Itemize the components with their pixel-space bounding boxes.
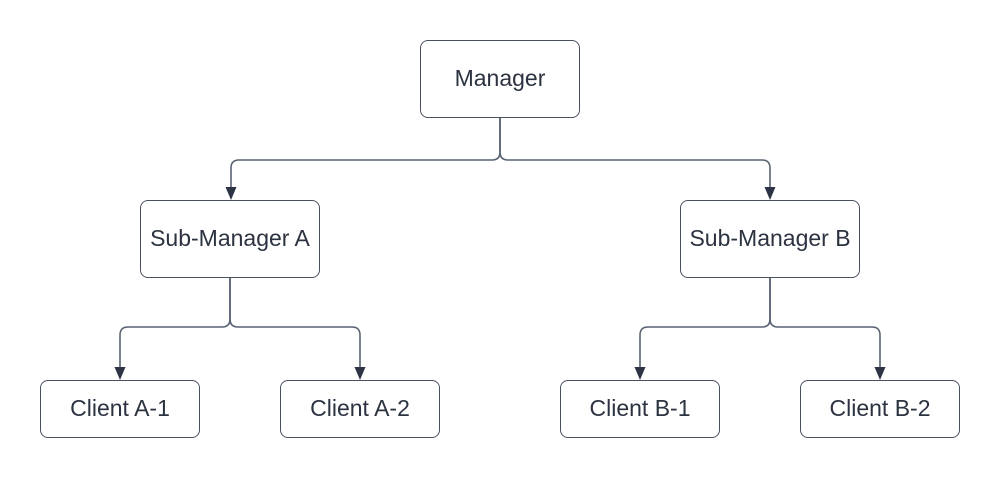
arrowhead-sub-manager-a [225, 187, 237, 200]
node-sub-manager-b: Sub-Manager B [680, 200, 860, 278]
node-manager: Manager [420, 40, 580, 118]
node-client-b1-label: Client B-1 [589, 395, 691, 422]
node-client-b2: Client B-2 [800, 380, 960, 438]
node-sub-manager-a-label: Sub-Manager A [150, 225, 310, 252]
arrowhead-client-b2 [874, 367, 886, 380]
edge-sub-manager-b-to-client-b1 [639, 278, 771, 368]
node-client-a1: Client A-1 [40, 380, 200, 438]
edge-manager-to-sub-manager-b [499, 118, 771, 188]
node-sub-manager-a: Sub-Manager A [140, 200, 320, 278]
node-client-b1: Client B-1 [560, 380, 720, 438]
node-sub-manager-b-label: Sub-Manager B [689, 225, 851, 252]
edge-manager-to-sub-manager-a [230, 118, 501, 188]
node-client-a1-label: Client A-1 [70, 395, 170, 422]
arrowhead-sub-manager-b [764, 187, 776, 200]
node-manager-label: Manager [454, 65, 546, 92]
node-client-b2-label: Client B-2 [829, 395, 931, 422]
arrowhead-client-b1 [634, 367, 646, 380]
edge-sub-manager-a-to-client-a2 [229, 278, 361, 368]
arrowhead-client-a1 [114, 367, 126, 380]
node-client-a2: Client A-2 [280, 380, 440, 438]
node-client-a2-label: Client A-2 [310, 395, 410, 422]
edge-sub-manager-b-to-client-b2 [769, 278, 881, 368]
edge-sub-manager-a-to-client-a1 [119, 278, 231, 368]
arrowhead-client-a2 [354, 367, 366, 380]
